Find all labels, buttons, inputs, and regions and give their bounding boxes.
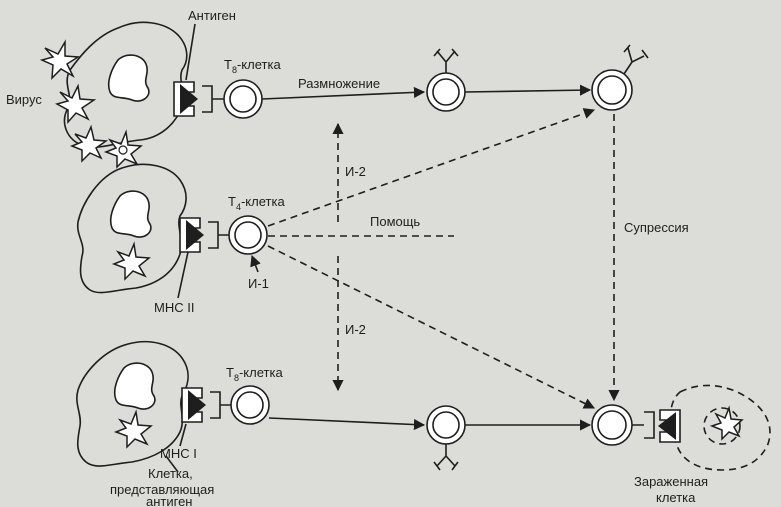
tcr-top (202, 86, 224, 112)
label-virus: Вирус (6, 92, 42, 107)
arrow-bottom-t8-to-clone (269, 418, 424, 425)
label-il1: И-1 (248, 276, 269, 291)
nucleus-top (109, 55, 149, 101)
label-il2-top: И-2 (345, 164, 366, 179)
cloned-t8-cell-top (427, 49, 465, 111)
label-apc-line1: Клетка, (148, 466, 193, 481)
arrow-il1 (252, 256, 258, 272)
suppressor-cell (592, 45, 648, 110)
nucleus-middle (111, 191, 151, 237)
arrow-mhc2-pointer (178, 252, 188, 298)
t8-cell-top (224, 80, 262, 118)
virus-star-1 (42, 42, 78, 78)
label-antigen: Антиген (188, 8, 236, 23)
label-mhc2: MHC II (154, 300, 194, 315)
label-reproduction: Размножение (298, 76, 380, 91)
virus-star-middle (114, 244, 149, 279)
label-suppression: Супрессия (624, 220, 689, 235)
tcr-middle (208, 222, 230, 248)
cytotoxic-cell (592, 405, 632, 445)
label-t8-top: T8-клетка (224, 57, 281, 75)
t4-cell (229, 216, 267, 254)
label-infected-line1: Зараженная (634, 474, 708, 489)
label-il2-bottom: И-2 (345, 322, 366, 337)
label-t8-bottom: T8-клетка (226, 365, 283, 383)
arrow-help-to-suppressor (268, 110, 594, 226)
virus-star-infected (712, 408, 742, 439)
arrow-reproduction (262, 92, 424, 99)
tcr-bottom (210, 392, 232, 418)
label-infected-line2: клетка (656, 490, 696, 505)
nucleus-bottom (115, 363, 155, 409)
virus-star-4 (106, 132, 141, 167)
arrow-help-to-killer (268, 246, 594, 408)
cloned-t8-cell-bottom (427, 406, 465, 470)
tcr-killer (632, 412, 654, 438)
arrow-top-clone-to-suppressor (465, 90, 590, 92)
label-mhc1: MHC I (160, 446, 197, 461)
virus-star-3 (72, 127, 106, 161)
virus-star-bottom (116, 412, 151, 447)
label-t4: T4-клетка (228, 194, 285, 212)
label-help: Помощь (370, 214, 420, 229)
label-apc-line3: антиген (146, 494, 193, 507)
t8-cell-bottom (231, 386, 269, 424)
virus-star-2 (57, 86, 94, 122)
